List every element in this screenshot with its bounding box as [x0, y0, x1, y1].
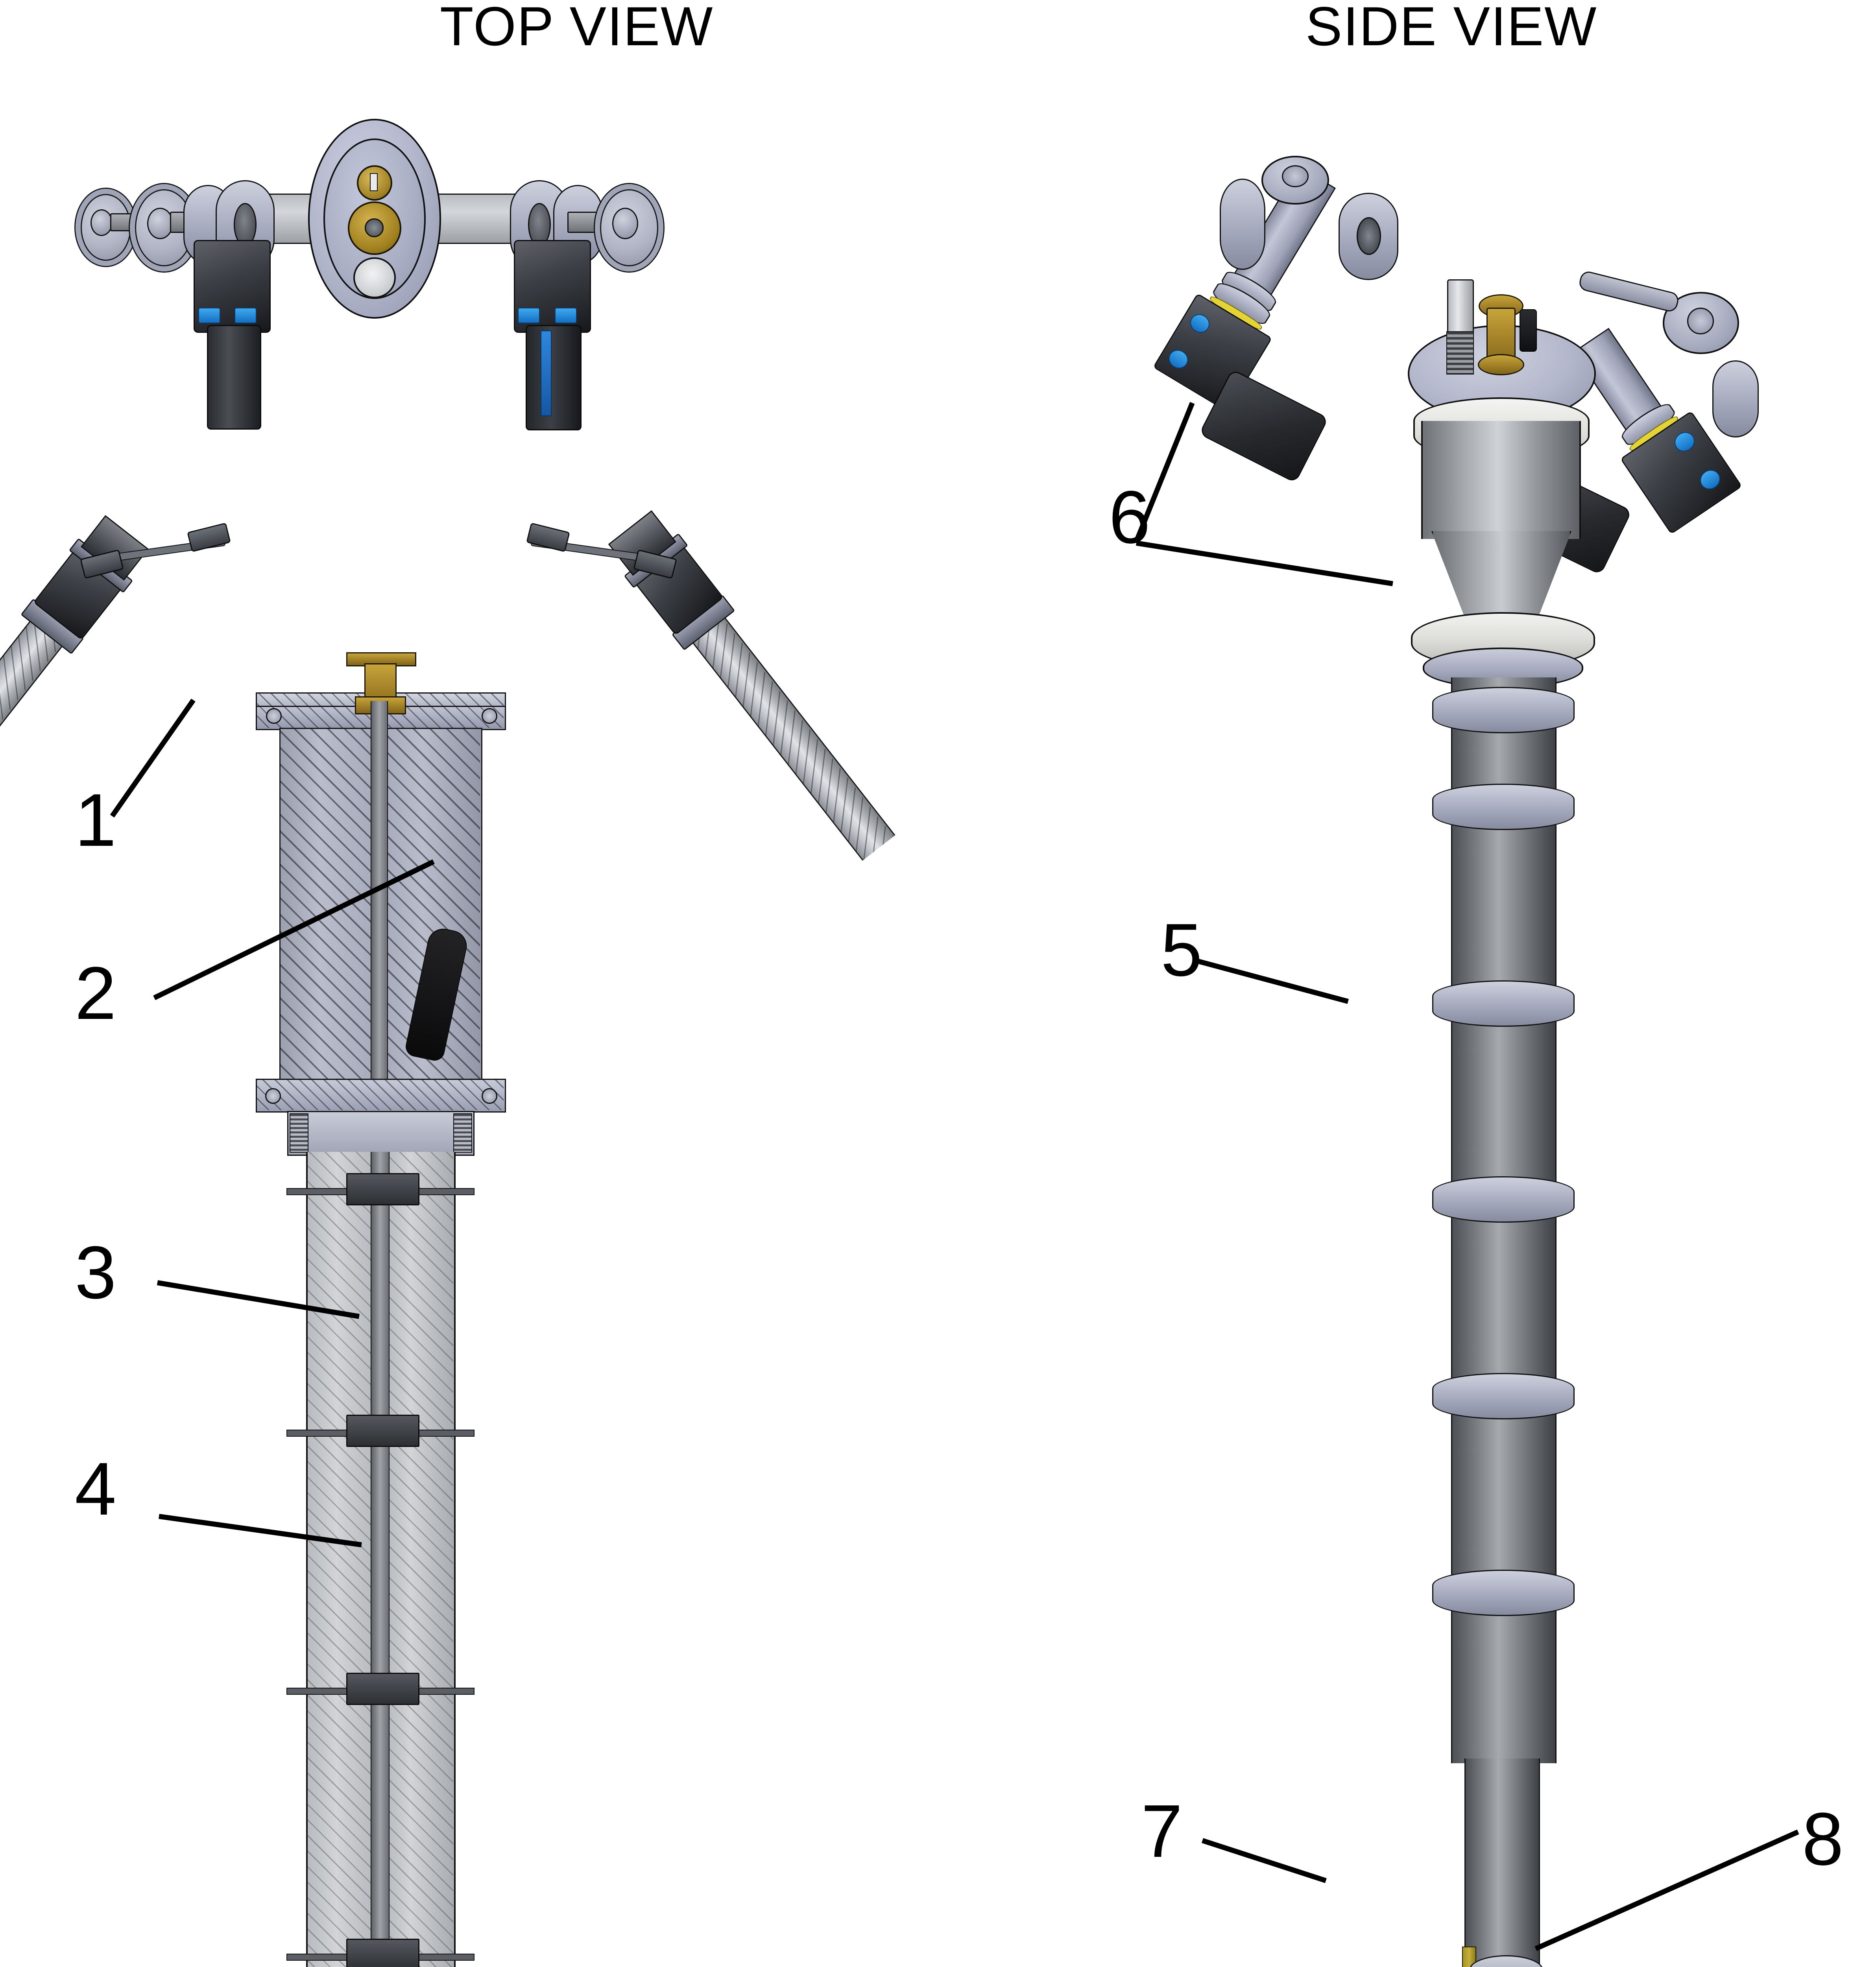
cross-baffle-1-block	[346, 1173, 419, 1205]
cross-flange-bolt-left	[266, 708, 282, 724]
side-upper-right-handwheel-hub	[1687, 308, 1714, 334]
top-view-left-actuator	[207, 325, 261, 430]
side-view-assembly	[1153, 130, 1759, 1967]
cross-baffle-2-block	[346, 1415, 419, 1447]
cross-right-arm-hatch	[693, 619, 894, 861]
side-lower-narrow-tube	[1464, 1758, 1540, 1967]
side-brass-feedthrough-base	[1478, 354, 1524, 375]
top-view-title: TOP VIEW	[440, 0, 714, 57]
side-chamber-body	[1421, 421, 1581, 539]
cross-baffle-3-block	[346, 1673, 419, 1705]
side-upper-left-arm	[1143, 121, 1374, 419]
cross-left-handwheel-cap-2	[187, 522, 231, 552]
top-view-right-valve-blue-2	[555, 308, 577, 323]
side-tube-ring-6	[1432, 1570, 1575, 1616]
cross-right-handwheel-cap-2	[526, 522, 570, 552]
top-view-left-valve-body	[194, 240, 271, 333]
cross-chamber-wall-left-hatch	[279, 728, 378, 1082]
cross-long-tube-wall-left	[306, 1152, 381, 1967]
cross-threaded-union	[287, 1111, 475, 1156]
callout-number-2: 2	[75, 952, 116, 1035]
side-upper-left-flange-a	[1220, 179, 1265, 270]
side-upper-left-handwheel-hub	[1282, 165, 1309, 187]
top-view-left-flange-bore	[234, 203, 257, 246]
top-view-left-valve-blue-2	[234, 308, 257, 323]
cross-threaded-union-threads-left	[290, 1113, 308, 1153]
side-feedthrough-thread	[1446, 331, 1474, 375]
side-tube-ring-4	[1432, 1176, 1575, 1223]
callout-number-8: 8	[1802, 1797, 1844, 1881]
callout-number-5: 5	[1161, 908, 1202, 992]
top-view-left-valve-blue-1	[198, 308, 220, 323]
side-tube-ring-3	[1432, 980, 1575, 1027]
side-tube-ring-1	[1432, 687, 1575, 733]
side-cone-transition	[1431, 531, 1571, 626]
top-view-right-valve-blue-1	[518, 308, 540, 323]
top-view-window-port	[353, 257, 396, 298]
top-view-right-actuator	[526, 325, 582, 430]
side-tube-ring-2	[1432, 784, 1575, 830]
side-small-black-stud	[1520, 309, 1537, 352]
top-view-feedthrough-slot	[370, 173, 378, 191]
top-view-brass-flange-bore	[365, 218, 384, 237]
cross-baffle-4-block	[346, 1939, 419, 1967]
side-tube-ring-5	[1432, 1373, 1575, 1419]
top-view-right-inner-hub	[612, 208, 638, 239]
cross-bottom-flange-bolt-right	[482, 1088, 497, 1104]
side-upper-right-flange	[1712, 360, 1759, 437]
top-view-left-inner-hub	[147, 208, 173, 239]
callout-number-1: 1	[75, 779, 116, 862]
cross-long-tube-wall-right-hatch	[381, 1152, 453, 1967]
top-view-left-outer-hub	[90, 209, 113, 236]
cross-long-tube-wall-left-hatch	[306, 1152, 379, 1967]
cross-flange-bolt-right	[482, 708, 497, 724]
cross-section-assembly	[0, 510, 896, 1967]
top-view-right-actuator-blue-stripe	[541, 330, 552, 416]
cross-chamber-bottom-flange-hatch	[256, 1079, 504, 1110]
cross-center-transfer-rod	[371, 1152, 390, 1967]
top-view-assembly	[67, 110, 665, 430]
side-upper-left-flange-b-bore	[1357, 217, 1381, 255]
cross-long-tube-wall-right	[381, 1152, 456, 1967]
top-view-right-flange-bore	[528, 203, 551, 246]
cross-threaded-union-threads-right	[453, 1113, 472, 1153]
callout-number-7: 7	[1141, 1790, 1183, 1873]
side-view-title: SIDE VIEW	[1305, 0, 1597, 57]
cross-bottom-flange-bolt-left	[265, 1088, 281, 1104]
callout-number-3: 3	[75, 1231, 116, 1314]
callout-number-4: 4	[75, 1447, 116, 1531]
